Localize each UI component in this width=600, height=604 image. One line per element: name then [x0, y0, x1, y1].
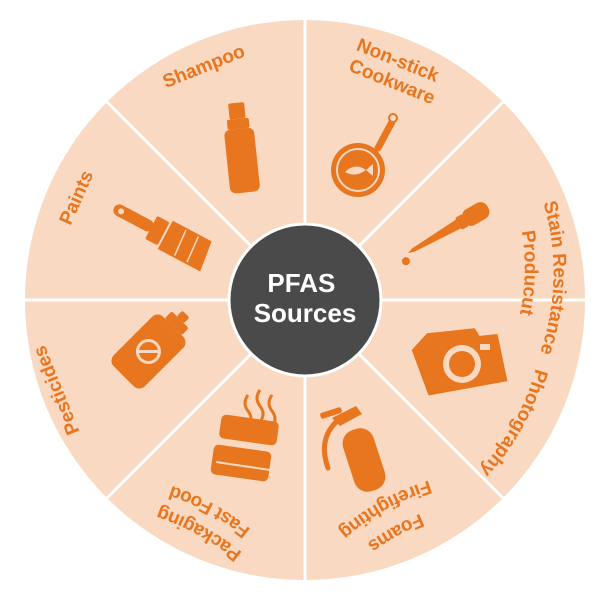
dropper-tube — [408, 219, 461, 253]
spray-can-icon — [111, 311, 189, 389]
no-symbol-slash — [138, 350, 159, 354]
bottle-cap — [228, 102, 246, 120]
frying-pan-handle-ring — [388, 113, 398, 123]
center-title: PFAS Sources — [254, 268, 357, 328]
bristle-line — [173, 229, 187, 256]
brush-ferrule — [145, 216, 169, 245]
fish-shape — [345, 164, 373, 176]
brush-bristles — [157, 220, 212, 272]
center-hub: PFAS Sources — [227, 222, 383, 378]
bristle-line — [186, 236, 200, 263]
no-symbol — [135, 339, 161, 365]
fire-extinguisher-icon — [320, 406, 386, 492]
shampoo-bottle-icon — [224, 102, 260, 194]
dropper-icon — [401, 202, 490, 266]
container-seam — [215, 461, 271, 471]
dropper-drop — [401, 257, 410, 266]
frying-pan-icon — [331, 113, 398, 197]
spray-can-nozzle — [177, 311, 189, 323]
spray-can-neck — [165, 312, 188, 335]
bottle-body — [224, 127, 260, 194]
center-line1: PFAS — [267, 268, 335, 298]
bottle-neck — [226, 117, 250, 130]
extinguisher-hose — [321, 419, 339, 471]
center-circle — [227, 222, 383, 378]
steam-line — [255, 389, 265, 423]
extinguisher-valve — [332, 406, 362, 426]
dropper-collar — [455, 214, 469, 230]
container-top — [219, 414, 279, 446]
frying-pan-handle — [374, 118, 396, 152]
dropper-bulb — [462, 202, 490, 226]
food-container-icon — [210, 389, 279, 482]
frying-pan-inner — [336, 148, 380, 192]
camera-icon — [411, 328, 508, 396]
container-bottom — [210, 444, 272, 482]
camera-lens-inner — [449, 351, 475, 377]
paintbrush-icon — [113, 204, 212, 272]
camera-flash — [480, 344, 490, 350]
extinguisher-body — [342, 428, 386, 492]
center-line2: Sources — [254, 298, 357, 328]
brush-handle-hole — [118, 208, 125, 215]
extinguisher-handle — [320, 407, 342, 419]
